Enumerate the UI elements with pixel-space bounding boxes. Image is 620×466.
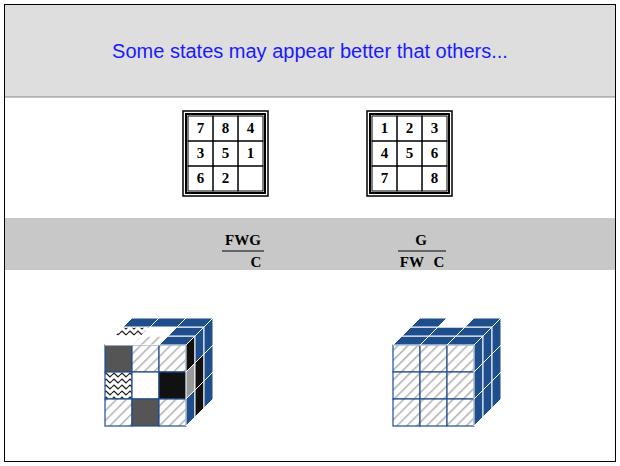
tile-number: 1: [372, 116, 397, 141]
puzzle-cell: [238, 141, 263, 166]
tile-number: 6: [188, 166, 213, 191]
puzzle-cell: [213, 141, 238, 166]
puzzle-cell: [188, 166, 213, 191]
puzzle-cell: [188, 116, 213, 141]
tile-number: 7: [372, 166, 397, 191]
tile-number: 5: [213, 141, 238, 166]
puzzle-frame: [367, 111, 452, 196]
tile-number: 2: [213, 166, 238, 191]
tile-number: 1: [238, 141, 263, 166]
tile-number: 2: [397, 116, 422, 141]
fraction-bar: [222, 250, 264, 251]
tile-number: 8: [422, 166, 447, 191]
state-bank-top: G: [408, 230, 434, 250]
tile-number: 6: [422, 141, 447, 166]
slide-title: Some states may appear better that other…: [8, 40, 612, 63]
puzzle-cell: [238, 166, 263, 191]
puzzle-cell: [372, 166, 397, 191]
notation-band: [5, 218, 615, 270]
state-bank-bottom: C: [244, 252, 268, 272]
puzzle-cell: [422, 141, 447, 166]
rubiks-cube: [393, 318, 501, 426]
puzzle-cell: [213, 116, 238, 141]
fraction-bar: [398, 250, 446, 251]
tile-number: 4: [372, 141, 397, 166]
tile-number: 4: [238, 116, 263, 141]
tile-number: 8: [213, 116, 238, 141]
tile-number: 7: [188, 116, 213, 141]
tile-number: 3: [188, 141, 213, 166]
puzzle-frame: [183, 111, 268, 196]
title-band: [5, 5, 615, 97]
puzzle-cell: [188, 141, 213, 166]
puzzle-cell: [372, 141, 397, 166]
puzzle-cell: [372, 116, 397, 141]
rubiks-cube: [105, 318, 213, 426]
tile-number: 3: [422, 116, 447, 141]
puzzle-cell: [422, 116, 447, 141]
tile-number: 5: [397, 141, 422, 166]
puzzle-cell: [397, 141, 422, 166]
puzzle-cell: [238, 116, 263, 141]
puzzle-cell: [213, 166, 238, 191]
puzzle-cell: [397, 166, 422, 191]
puzzle-cell: [422, 166, 447, 191]
state-bank-bottom: FW C: [394, 252, 450, 272]
puzzle-cell: [397, 116, 422, 141]
state-bank-top: FWG: [218, 230, 268, 250]
